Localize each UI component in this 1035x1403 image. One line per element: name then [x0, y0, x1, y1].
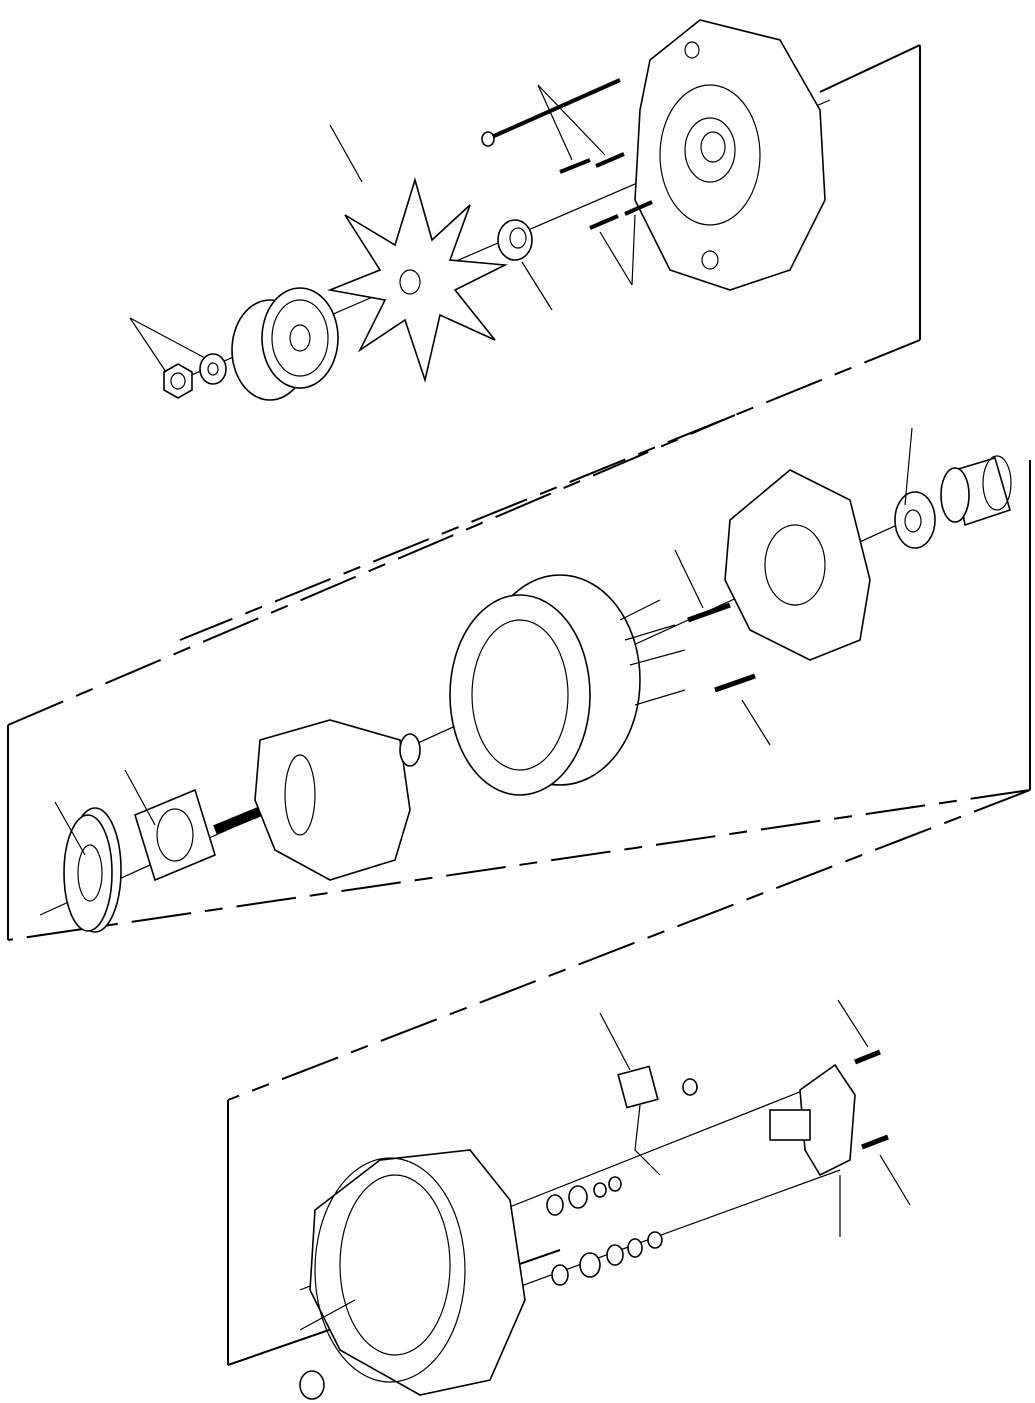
rotor [213, 719, 421, 881]
rectifier-plate [724, 469, 871, 661]
middle-group-frame [7, 414, 1031, 1101]
stator [449, 574, 686, 796]
front-group-frame [179, 44, 921, 641]
spacer-ring [497, 219, 533, 261]
lock-washer [199, 353, 227, 385]
regulator-screws [854, 1049, 889, 1150]
terminal-washers [546, 1176, 663, 1286]
rear-cap-nut [299, 1370, 325, 1400]
capacitor [617, 1065, 698, 1176]
housing-bolts [481, 78, 653, 230]
front-bearing [63, 807, 122, 933]
pulley-nut [163, 363, 193, 399]
leader-lines [54, 84, 913, 1331]
front-housing [634, 19, 826, 291]
rectifier-screws [687, 602, 756, 693]
rear-housing [309, 1149, 526, 1396]
bearing-retainer-plate [134, 788, 216, 882]
voltage-regulator [769, 1063, 856, 1177]
rear-bearing [894, 491, 936, 549]
bearing-sleeve [940, 455, 1012, 527]
fan [327, 177, 508, 383]
pulley [231, 287, 339, 401]
